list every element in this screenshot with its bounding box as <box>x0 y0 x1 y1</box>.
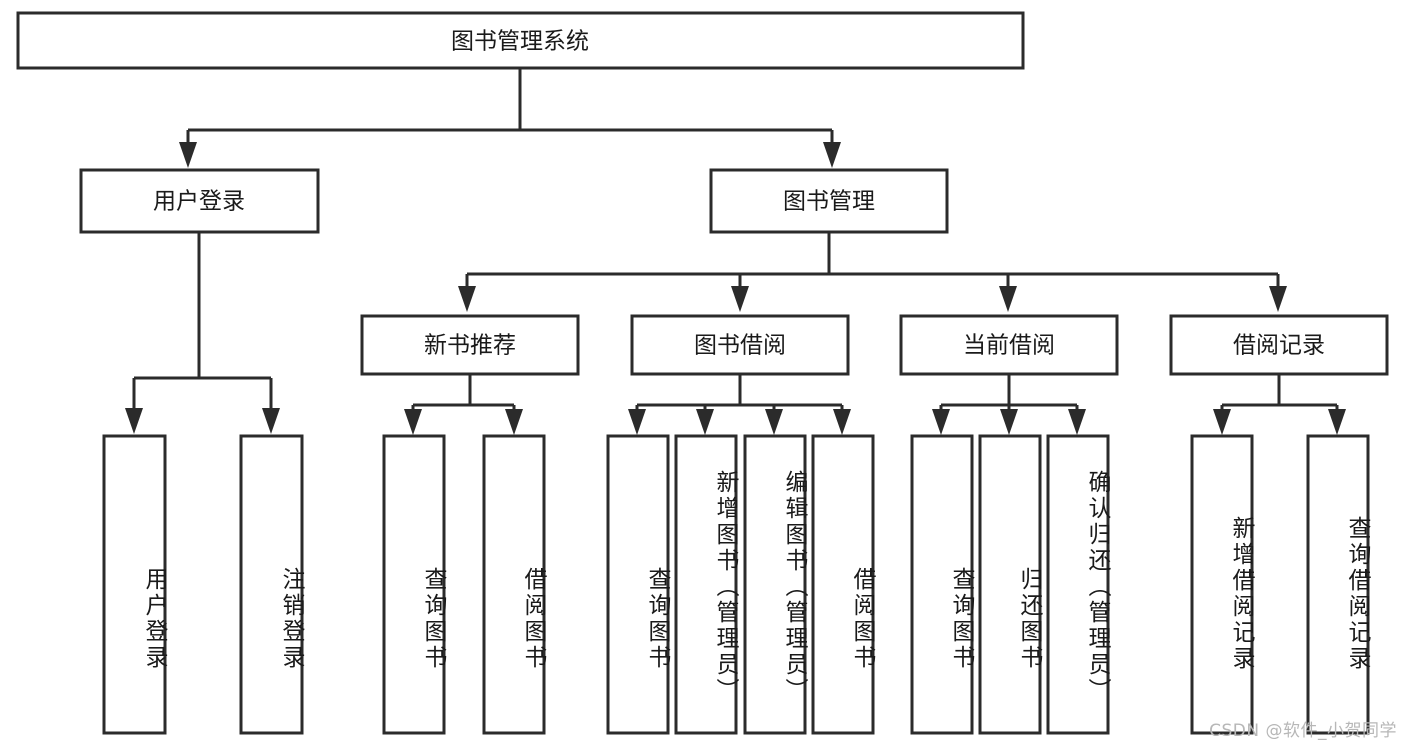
arrow-down-icon <box>1068 409 1086 435</box>
node-new-book-rec-label: 新书推荐 <box>424 333 516 359</box>
arrow-down-icon <box>833 409 851 435</box>
arrow-down-icon <box>765 409 783 435</box>
node-root-box[interactable] <box>16 11 1025 70</box>
node-book-manage-label: 图书管理 <box>783 189 875 215</box>
leaf-borrow-book-2-box[interactable] <box>811 434 875 735</box>
connector-new-book-rec-to-leaves <box>404 374 523 435</box>
arrow-down-icon <box>823 142 841 168</box>
leaf-query-record-box[interactable] <box>1306 434 1370 735</box>
node-book-manage[interactable]: 图书管理 <box>709 168 949 234</box>
node-user-login-box[interactable] <box>79 168 320 234</box>
arrow-down-icon <box>1269 286 1287 312</box>
leaf-user-login-box[interactable] <box>102 434 167 735</box>
arrow-down-icon <box>1000 409 1018 435</box>
node-borrow-record-label: 借阅记录 <box>1233 333 1325 359</box>
arrow-down-icon <box>999 286 1017 312</box>
node-root[interactable]: 图书管理系统 <box>16 11 1025 70</box>
node-user-login-label: 用户登录 <box>153 189 245 215</box>
leaf-query-book-3-box[interactable] <box>910 434 974 735</box>
node-book-borrow[interactable]: 图书借阅 <box>630 314 850 376</box>
leaf-add-book-box[interactable] <box>674 434 738 735</box>
node-current-borrow-box[interactable] <box>899 314 1119 376</box>
arrow-down-icon <box>731 286 749 312</box>
leaf-return-book-box[interactable] <box>978 434 1042 735</box>
node-book-borrow-label: 图书借阅 <box>694 333 786 359</box>
connector-current-borrow-to-leaves <box>932 374 1086 435</box>
connector-user-login-to-leaves <box>125 232 280 434</box>
arrow-down-icon <box>1213 409 1231 435</box>
node-current-borrow-label: 当前借阅 <box>963 333 1055 359</box>
arrow-down-icon <box>262 408 280 434</box>
arrow-down-icon <box>179 142 197 168</box>
csdn-watermark: CSDN @软件_小贺同学 <box>1209 721 1397 741</box>
connector-borrow-record-to-leaves <box>1213 374 1346 435</box>
leaf-edit-book-box[interactable] <box>743 434 807 735</box>
arrow-down-icon <box>125 408 143 434</box>
leaf-confirm-return-box[interactable] <box>1046 434 1110 735</box>
arrow-down-icon <box>458 286 476 312</box>
arrow-down-icon <box>932 409 950 435</box>
node-root-label: 图书管理系统 <box>451 29 589 55</box>
node-new-book-rec-box[interactable] <box>360 314 580 376</box>
leaf-user-logout-box[interactable] <box>239 434 304 735</box>
leaf-query-book-1-box[interactable] <box>382 434 446 735</box>
node-borrow-record[interactable]: 借阅记录 <box>1169 314 1389 376</box>
arrow-down-icon <box>505 409 523 435</box>
connector-book-borrow-to-leaves <box>628 374 851 435</box>
node-new-book-rec[interactable]: 新书推荐 <box>360 314 580 376</box>
leaf-add-record-box[interactable] <box>1190 434 1254 735</box>
arrow-down-icon <box>628 409 646 435</box>
leaf-query-book-2-box[interactable] <box>606 434 670 735</box>
arrow-down-icon <box>404 409 422 435</box>
leaf-borrow-book-1-box[interactable] <box>482 434 546 735</box>
arrow-down-icon <box>1328 409 1346 435</box>
connector-root-to-level1 <box>179 68 841 168</box>
connector-book-manage-to-level2 <box>458 232 1287 312</box>
arrow-down-icon <box>696 409 714 435</box>
node-current-borrow[interactable]: 当前借阅 <box>899 314 1119 376</box>
node-user-login[interactable]: 用户登录 <box>79 168 320 234</box>
